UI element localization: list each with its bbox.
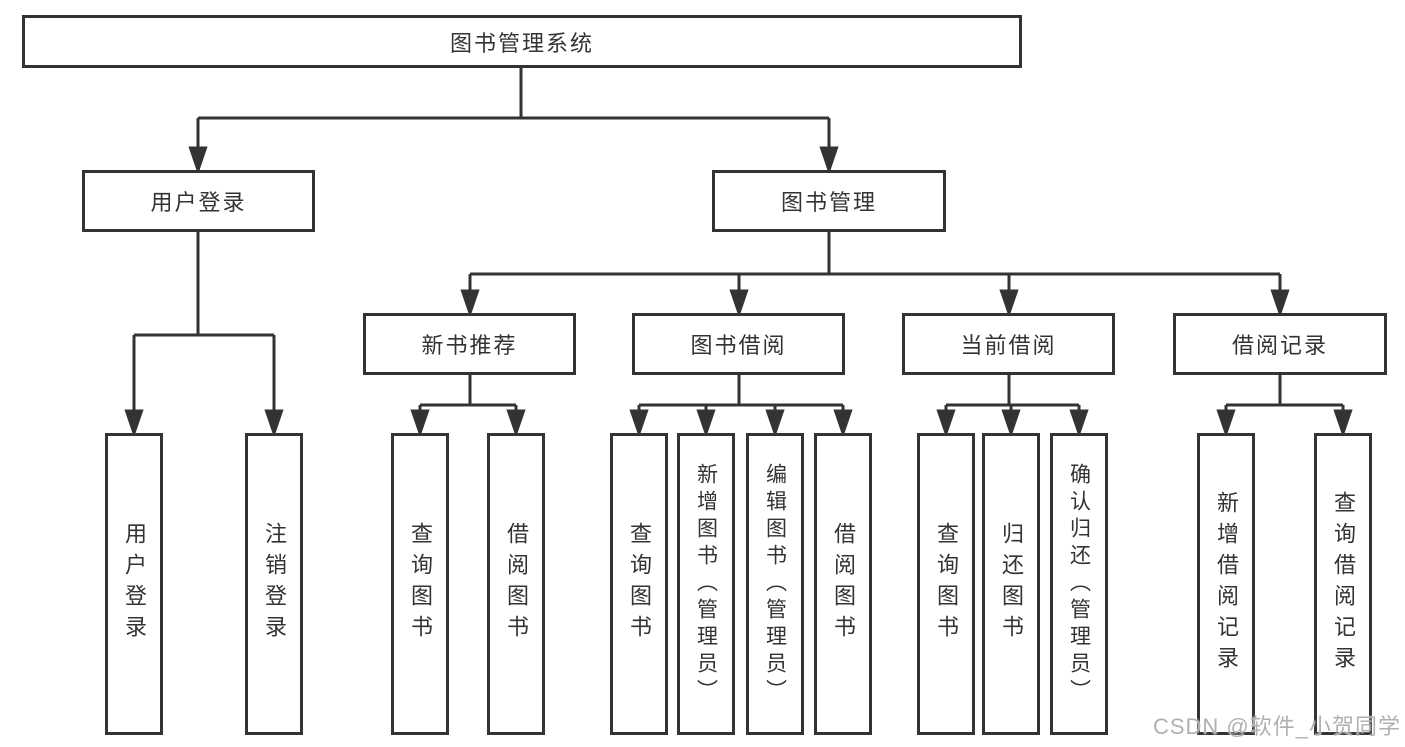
node-cb-return-books: 归还图书	[982, 433, 1040, 735]
node-bb-borrow-books: 借阅图书	[814, 433, 872, 735]
connector-book-management-children	[460, 232, 1290, 318]
connector-root-to-level2	[188, 68, 839, 175]
node-nb-query-books: 查询图书	[391, 433, 449, 735]
node-nb-query-books-label: 查询图书	[408, 522, 433, 646]
node-cb-confirm-return-admin: 确认归还（管理员）	[1050, 433, 1108, 735]
node-nb-borrow-books-label: 借阅图书	[504, 522, 529, 646]
node-book-management-label: 图书管理	[780, 190, 877, 215]
connector-current-borrowing-children	[936, 375, 1089, 438]
node-br-query-record-label: 查询借阅记录	[1331, 491, 1356, 677]
node-br-query-record: 查询借阅记录	[1314, 433, 1372, 735]
node-root: 图书管理系统	[22, 15, 1022, 68]
node-cb-confirm-return-admin-label: 确认归还（管理员）	[1067, 462, 1091, 706]
node-logout: 注销登录	[245, 433, 303, 735]
node-bb-query-books-label: 查询图书	[627, 522, 652, 646]
connector-borrowing-records-children	[1216, 375, 1353, 438]
connector-book-borrowing-children	[629, 375, 853, 438]
node-user-login: 用户登录	[82, 170, 315, 232]
node-br-add-record: 新增借阅记录	[1197, 433, 1255, 735]
node-br-add-record-label: 新增借阅记录	[1214, 491, 1239, 677]
connector-user-login-children	[124, 232, 284, 438]
node-bb-edit-books-admin: 编辑图书（管理员）	[746, 433, 804, 735]
node-cb-return-books-label: 归还图书	[999, 522, 1024, 646]
node-cb-query-books-label: 查询图书	[934, 522, 959, 646]
connector-new-book-children	[410, 375, 526, 438]
node-nb-borrow-books: 借阅图书	[487, 433, 545, 735]
node-login: 用户登录	[105, 433, 163, 735]
node-new-book-recommend: 新书推荐	[363, 313, 576, 375]
node-cb-query-books: 查询图书	[917, 433, 975, 735]
node-logout-label: 注销登录	[262, 522, 287, 646]
node-current-borrowing: 当前借阅	[902, 313, 1115, 375]
node-new-book-recommend-label: 新书推荐	[421, 333, 518, 358]
node-book-borrowing-label: 图书借阅	[690, 333, 787, 358]
node-bb-edit-books-admin-label: 编辑图书（管理员）	[763, 462, 787, 706]
node-borrowing-records-label: 借阅记录	[1231, 333, 1328, 358]
node-book-management: 图书管理	[712, 170, 946, 232]
node-root-label: 图书管理系统	[449, 30, 594, 56]
node-book-borrowing: 图书借阅	[632, 313, 845, 375]
node-bb-add-books-admin-label: 新增图书（管理员）	[694, 462, 718, 706]
node-borrowing-records: 借阅记录	[1173, 313, 1387, 375]
node-bb-add-books-admin: 新增图书（管理员）	[677, 433, 735, 735]
node-current-borrowing-label: 当前借阅	[960, 333, 1057, 358]
node-login-label: 用户登录	[122, 522, 147, 646]
node-user-login-label: 用户登录	[150, 190, 247, 215]
watermark: CSDN @软件_小贺同学	[1152, 714, 1401, 739]
node-bb-borrow-books-label: 借阅图书	[831, 522, 856, 646]
node-bb-query-books: 查询图书	[610, 433, 668, 735]
